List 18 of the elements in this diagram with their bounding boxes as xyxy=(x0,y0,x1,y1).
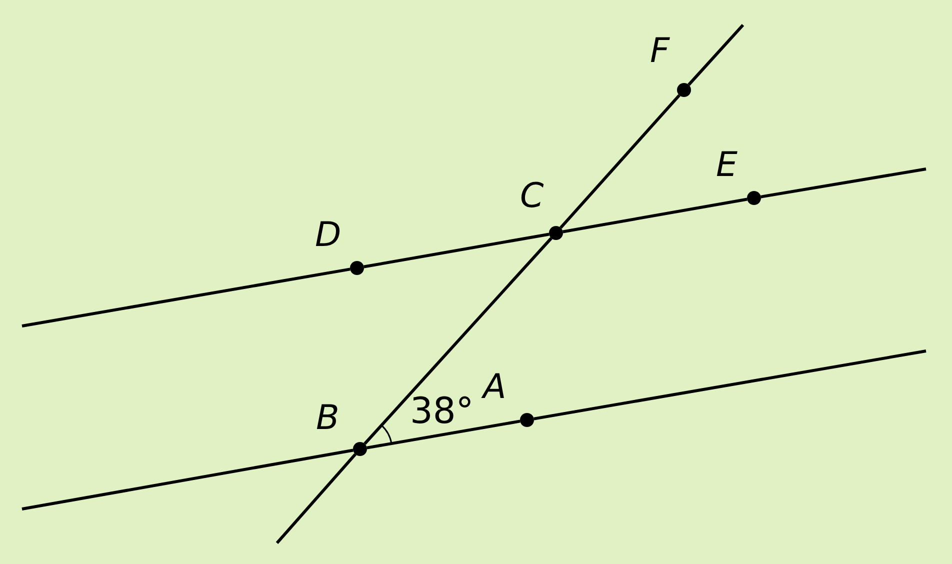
point-label: D xyxy=(315,218,342,252)
line-segment xyxy=(22,268,350,328)
point-label: C xyxy=(520,179,544,213)
line-segment xyxy=(366,420,520,450)
angle-label: 38° xyxy=(410,394,474,430)
line-segment xyxy=(534,350,926,420)
line-segment xyxy=(760,168,926,198)
line-segment xyxy=(364,237,552,445)
line-segment xyxy=(364,232,550,268)
point-label: A xyxy=(483,370,506,404)
line-segment xyxy=(560,94,680,229)
line-segment xyxy=(688,24,744,86)
line-segment xyxy=(562,198,748,234)
point-label: F xyxy=(650,34,670,68)
line-segment xyxy=(276,453,356,544)
point-label: E xyxy=(716,148,738,182)
line-segment xyxy=(22,448,354,510)
point-label: B xyxy=(316,401,340,435)
